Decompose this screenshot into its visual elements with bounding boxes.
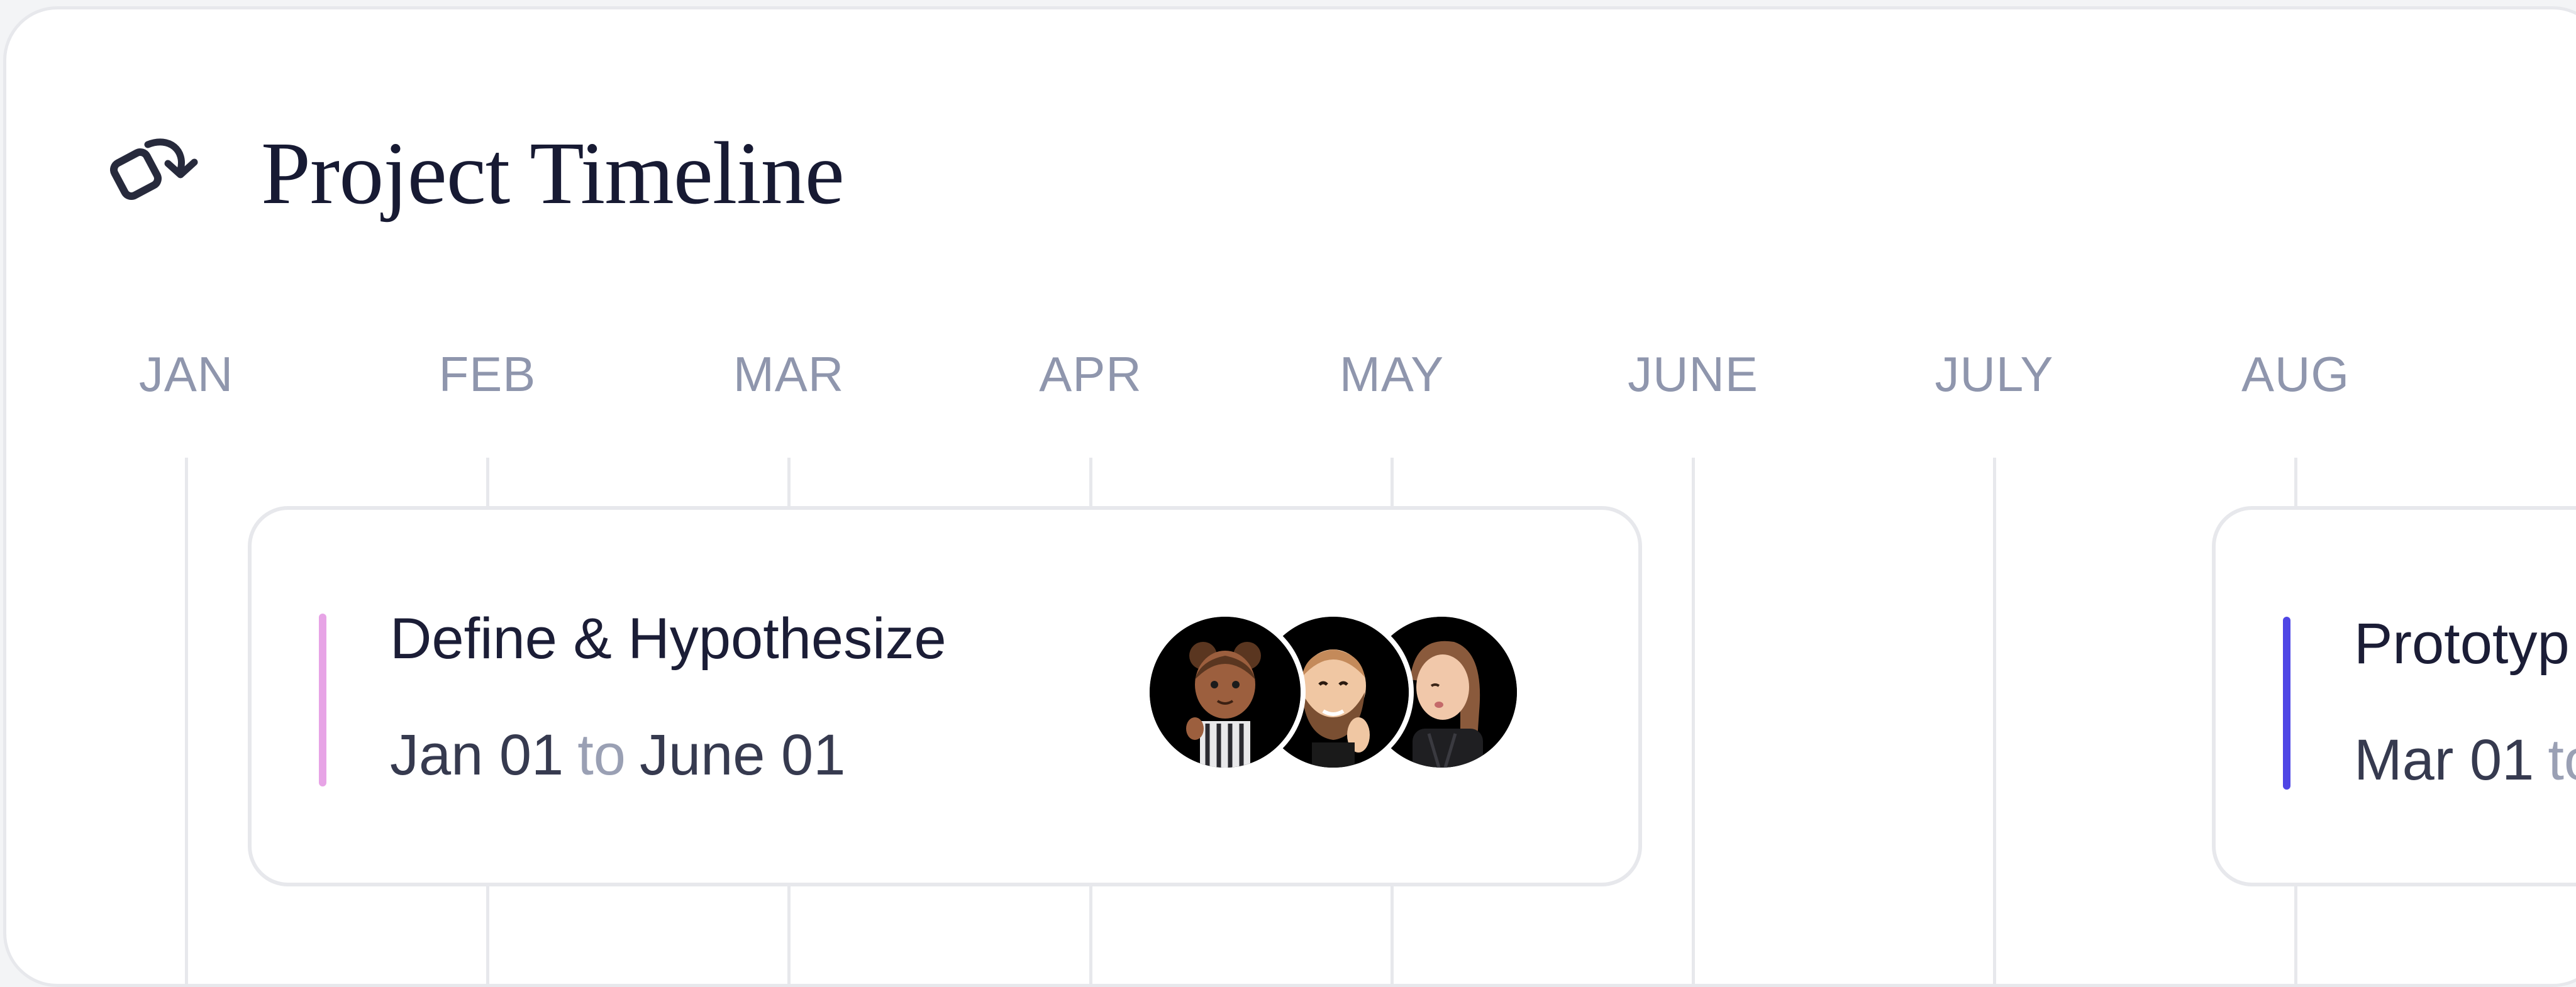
- gridline-july: [1993, 458, 1996, 984]
- month-label-aug: AUG: [2241, 346, 2350, 402]
- month-label-june: JUNE: [1628, 346, 1758, 402]
- task-start-date: Jan 01: [390, 723, 564, 787]
- task-title: Define & Hypothesize: [390, 607, 947, 671]
- gridline-jan: [185, 458, 188, 984]
- page-title: Project Timeline: [261, 123, 845, 223]
- task-accent-bar: [319, 614, 326, 786]
- task-end-date: June 01: [639, 723, 846, 787]
- date-connector: to: [577, 723, 626, 787]
- assignee-avatars[interactable]: [1145, 612, 1522, 775]
- gridline-june: [1692, 458, 1695, 984]
- date-connector: to: [2548, 728, 2576, 792]
- month-label-may: MAY: [1339, 346, 1445, 402]
- month-label-july: JULY: [1935, 346, 2054, 402]
- timeline-panel: Project Timeline JAN FEB MAR APR MAY JUN…: [3, 6, 2576, 987]
- task-accent-bar: [2283, 617, 2290, 790]
- task-start-date: Mar 01: [2354, 728, 2534, 792]
- task-title: Prototyp: [2354, 612, 2570, 676]
- month-label-jan: JAN: [138, 346, 234, 402]
- month-label-mar: MAR: [733, 346, 845, 402]
- month-label-apr: APR: [1039, 346, 1142, 402]
- avatar-girl-memoji[interactable]: [1145, 612, 1306, 773]
- month-label-feb: FEB: [438, 346, 536, 402]
- rotate-square-icon: [110, 131, 204, 206]
